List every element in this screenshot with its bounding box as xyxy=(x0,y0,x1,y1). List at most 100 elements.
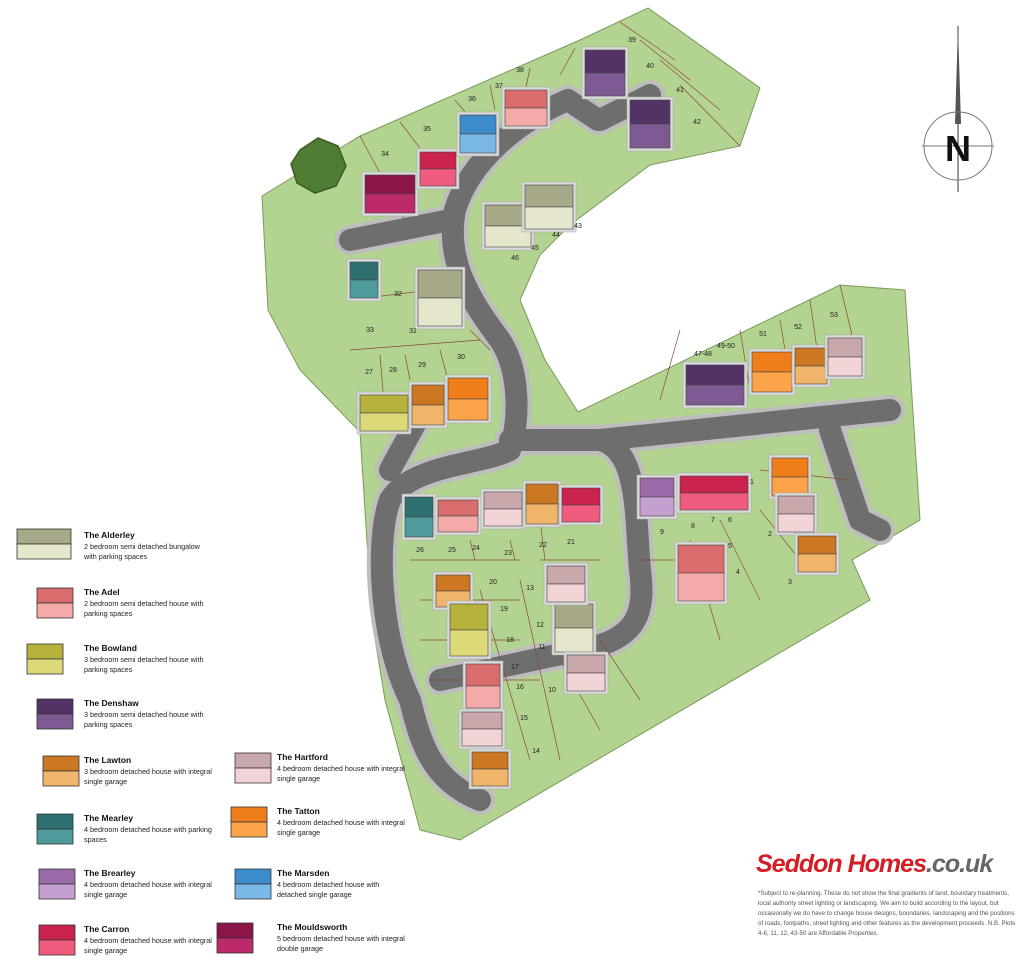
legend-swatch-tatton xyxy=(230,806,268,838)
house-mearley xyxy=(401,493,437,541)
house-carron xyxy=(558,484,604,526)
plot-number-8: 8 xyxy=(691,523,695,530)
plot-number-32: 32 xyxy=(394,291,402,298)
legend-description-brearley: 4 bedroom detached house with integral s… xyxy=(84,880,212,899)
plot-number-49-50: 49-50 xyxy=(717,343,735,350)
plot-number-40: 40 xyxy=(646,63,654,70)
plot-number-23: 23 xyxy=(504,550,512,557)
plot-number-41: 41 xyxy=(676,87,684,94)
house-alderley xyxy=(551,600,597,656)
legend-description-carron: 4 bedroom detached house with integral s… xyxy=(84,936,212,955)
plot-labels: 1234567891011121314151617181920212223242… xyxy=(365,37,838,755)
plot-number-9: 9 xyxy=(660,529,664,536)
house-lawton xyxy=(794,532,840,576)
legend-description-mouldsworth: 5 bedroom detached house with integral d… xyxy=(277,934,405,953)
legend-description-tatton: 4 bedroom detached house with integral s… xyxy=(277,818,405,837)
plot-number-34: 34 xyxy=(381,151,389,158)
disclaimer-text: *Subject to re-planning. These do not sh… xyxy=(758,890,1016,937)
legend-name-bowland: The Bowland xyxy=(84,643,137,653)
legend-swatch-lawton xyxy=(42,755,80,787)
legend-swatch-alderley xyxy=(16,528,72,560)
house-bowland xyxy=(356,391,412,435)
house-bowland xyxy=(446,600,492,660)
plot-number-1: 1 xyxy=(750,479,754,486)
legend-name-brearley: The Brearley xyxy=(84,868,136,878)
house-mouldsworth xyxy=(361,171,419,217)
plot-number-29: 29 xyxy=(418,362,426,369)
legend-description-mearley: 4 bedroom detached house with parking sp… xyxy=(84,825,212,844)
plot-number-38: 38 xyxy=(516,67,524,74)
house-denshaw xyxy=(581,46,629,100)
house-tatton xyxy=(444,374,492,424)
house-hartford xyxy=(774,492,818,536)
plot-number-28: 28 xyxy=(389,367,397,374)
legend-name-carron: The Carron xyxy=(84,924,130,934)
plot-number-20: 20 xyxy=(489,579,497,586)
legend-name-mouldsworth: The Mouldsworth xyxy=(277,922,348,932)
plot-number-44: 44 xyxy=(552,232,560,239)
legend-swatch-mearley xyxy=(36,813,74,845)
plot-number-46: 46 xyxy=(511,255,519,262)
legend-swatch-mouldsworth xyxy=(216,922,254,954)
plot-number-11: 11 xyxy=(538,644,545,651)
plot-number-25: 25 xyxy=(448,547,456,554)
plot-number-39: 39 xyxy=(628,37,636,44)
legend-name-alderley: The Alderley xyxy=(84,530,135,540)
tree-icon xyxy=(290,137,347,194)
plot-number-12: 12 xyxy=(536,622,544,629)
legend-name-tatton: The Tatton xyxy=(277,806,320,816)
house-tatton xyxy=(768,454,812,500)
house-lawton xyxy=(522,480,562,528)
legend-swatch-denshaw xyxy=(36,698,74,730)
legend-name-mearley: The Mearley xyxy=(84,813,134,823)
plot-number-45: 45 xyxy=(531,245,539,252)
legend-swatch-hartford xyxy=(234,752,272,784)
north-label: N xyxy=(945,128,971,169)
plot-number-53: 53 xyxy=(830,312,838,319)
plot-number-21: 21 xyxy=(567,539,575,546)
house-denshaw xyxy=(626,96,674,152)
house-alderley xyxy=(521,181,577,233)
plot-number-51: 51 xyxy=(759,331,767,338)
plot-number-37: 37 xyxy=(495,83,503,90)
plot-number-31: 31 xyxy=(409,328,417,335)
plot-number-26: 26 xyxy=(416,547,424,554)
plot-number-19: 19 xyxy=(500,606,508,613)
legend-description-lawton: 3 bedroom detached house with integral s… xyxy=(84,767,212,786)
house-hartford xyxy=(563,651,609,695)
legend-name-adel: The Adel xyxy=(84,587,120,597)
plot-number-10: 10 xyxy=(548,687,556,694)
house-alderley xyxy=(414,266,466,330)
plot-number-16: 16 xyxy=(516,684,524,691)
house-mearley xyxy=(346,258,382,302)
brand-logo: Seddon Homes.co.uk xyxy=(756,850,993,878)
plot-number-2: 2 xyxy=(768,531,772,538)
house-hartford xyxy=(480,488,526,530)
plot-number-15: 15 xyxy=(520,715,528,722)
legend-description-marsden: 4 bedroom detached house with detached s… xyxy=(277,880,380,899)
legend-description-alderley: 2 bedroom semi detached bungalow with pa… xyxy=(84,542,200,561)
plot-number-5: 5 xyxy=(728,543,732,550)
legend-description-bowland: 3 bedroom semi detached house with parki… xyxy=(84,655,204,674)
house-tatton xyxy=(748,348,796,396)
house-lawton xyxy=(468,748,512,790)
plot-number-17: 17 xyxy=(511,664,519,671)
legend-description-hartford: 4 bedroom detached house with integral s… xyxy=(277,764,405,783)
road-network xyxy=(335,80,905,815)
plot-number-6: 6 xyxy=(728,517,732,524)
plot-number-33: 33 xyxy=(366,327,374,334)
legend-swatch-marsden xyxy=(234,868,272,900)
legend-name-hartford: The Hartford xyxy=(277,752,328,762)
legend-name-marsden: The Marsden xyxy=(277,868,330,878)
plot-number-13: 13 xyxy=(526,585,534,592)
house-lawton xyxy=(791,344,831,388)
plot-number-4: 4 xyxy=(736,569,740,576)
legend-description-adel: 2 bedroom semi detached house with parki… xyxy=(84,599,204,618)
house-footprints xyxy=(346,46,866,790)
house-denshaw xyxy=(682,361,748,409)
plot-number-27: 27 xyxy=(365,369,373,376)
plot-number-30: 30 xyxy=(457,354,465,361)
legend-swatch-bowland xyxy=(26,643,64,675)
house-hartford xyxy=(458,708,506,750)
